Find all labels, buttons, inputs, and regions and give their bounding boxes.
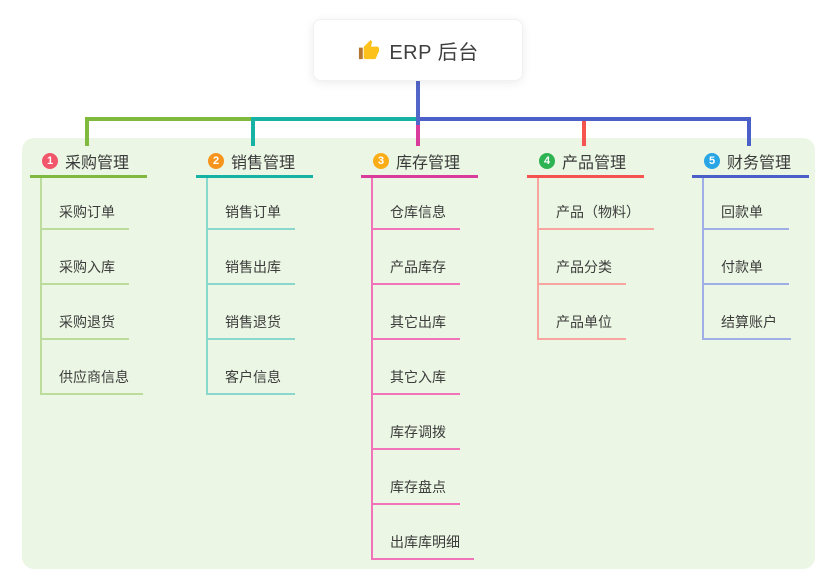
branch-number-badge: 2	[208, 152, 224, 169]
branches-panel	[22, 138, 815, 569]
child-node[interactable]: 其它出库	[373, 285, 460, 340]
branch-purchase-children: 采购订单 采购入库 采购退货 供应商信息	[40, 178, 147, 395]
child-node[interactable]: 客户信息	[208, 340, 295, 395]
connector-drop-purchase	[85, 117, 89, 146]
child-node[interactable]: 销售退货	[208, 285, 295, 340]
branch-inventory-label: 库存管理	[396, 154, 461, 172]
branch-number-badge: 5	[704, 152, 720, 169]
child-node[interactable]: 产品库存	[373, 230, 460, 285]
connector-drop-inventory	[416, 121, 420, 146]
connector-root-vertical	[416, 81, 420, 125]
branch-number-badge: 4	[539, 152, 555, 169]
child-node[interactable]: 采购入库	[42, 230, 129, 285]
branch-inventory-children: 仓库信息 产品库存 其它出库 其它入库 库存调拨 库存盘点 出库库明细	[371, 178, 478, 560]
child-node[interactable]: 产品分类	[539, 230, 626, 285]
branch-number-badge: 1	[42, 152, 58, 169]
branch-purchase-label: 采购管理	[65, 154, 130, 172]
child-node[interactable]: 库存调拨	[373, 395, 460, 450]
branch-finance-children: 回款单 付款单 结算账户	[702, 178, 809, 340]
connector-drop-product	[582, 121, 586, 146]
branch-product-label: 产品管理	[562, 154, 627, 172]
branch-purchase: 1 采购管理 采购订单 采购入库 采购退货 供应商信息	[30, 146, 147, 395]
child-node[interactable]: 供应商信息	[42, 340, 143, 395]
branch-product: 4 产品管理 产品（物料） 产品分类 产品单位	[527, 146, 654, 340]
branch-product-label-row[interactable]: 4 产品管理	[527, 146, 644, 178]
child-node[interactable]: 仓库信息	[373, 178, 460, 230]
child-node[interactable]: 付款单	[704, 230, 789, 285]
child-node[interactable]: 出库库明细	[373, 505, 474, 560]
connector-bus-sales	[251, 117, 420, 121]
root-node[interactable]: ERP 后台	[313, 19, 523, 81]
child-node[interactable]: 其它入库	[373, 340, 460, 395]
child-node[interactable]: 销售出库	[208, 230, 295, 285]
child-node[interactable]: 结算账户	[704, 285, 791, 340]
child-node[interactable]: 采购订单	[42, 178, 129, 230]
branch-finance-label-row[interactable]: 5 财务管理	[692, 146, 809, 178]
branch-finance: 5 财务管理 回款单 付款单 结算账户	[692, 146, 809, 340]
child-node[interactable]: 销售订单	[208, 178, 295, 230]
branch-purchase-label-row[interactable]: 1 采购管理	[30, 146, 147, 178]
child-node[interactable]: 采购退货	[42, 285, 129, 340]
connector-drop-sales	[251, 117, 255, 146]
connector-drop-finance	[747, 117, 751, 146]
root-node-label: ERP 后台	[389, 41, 479, 64]
thumbs-up-icon	[357, 39, 380, 62]
connector-bus-finance	[416, 117, 751, 121]
branch-number-badge: 3	[373, 152, 389, 169]
branch-inventory: 3 库存管理 仓库信息 产品库存 其它出库 其它入库 库存调拨 库存盘点 出库库…	[361, 146, 478, 560]
branch-sales-children: 销售订单 销售出库 销售退货 客户信息	[206, 178, 313, 395]
branch-sales-label: 销售管理	[231, 154, 296, 172]
child-node[interactable]: 产品单位	[539, 285, 626, 340]
child-node[interactable]: 库存盘点	[373, 450, 460, 505]
child-node[interactable]: 产品（物料）	[539, 178, 654, 230]
branch-product-children: 产品（物料） 产品分类 产品单位	[537, 178, 654, 340]
branch-sales: 2 销售管理 销售订单 销售出库 销售退货 客户信息	[196, 146, 313, 395]
branch-inventory-label-row[interactable]: 3 库存管理	[361, 146, 478, 178]
child-node[interactable]: 回款单	[704, 178, 789, 230]
branch-finance-label: 财务管理	[727, 154, 792, 172]
branch-sales-label-row[interactable]: 2 销售管理	[196, 146, 313, 178]
